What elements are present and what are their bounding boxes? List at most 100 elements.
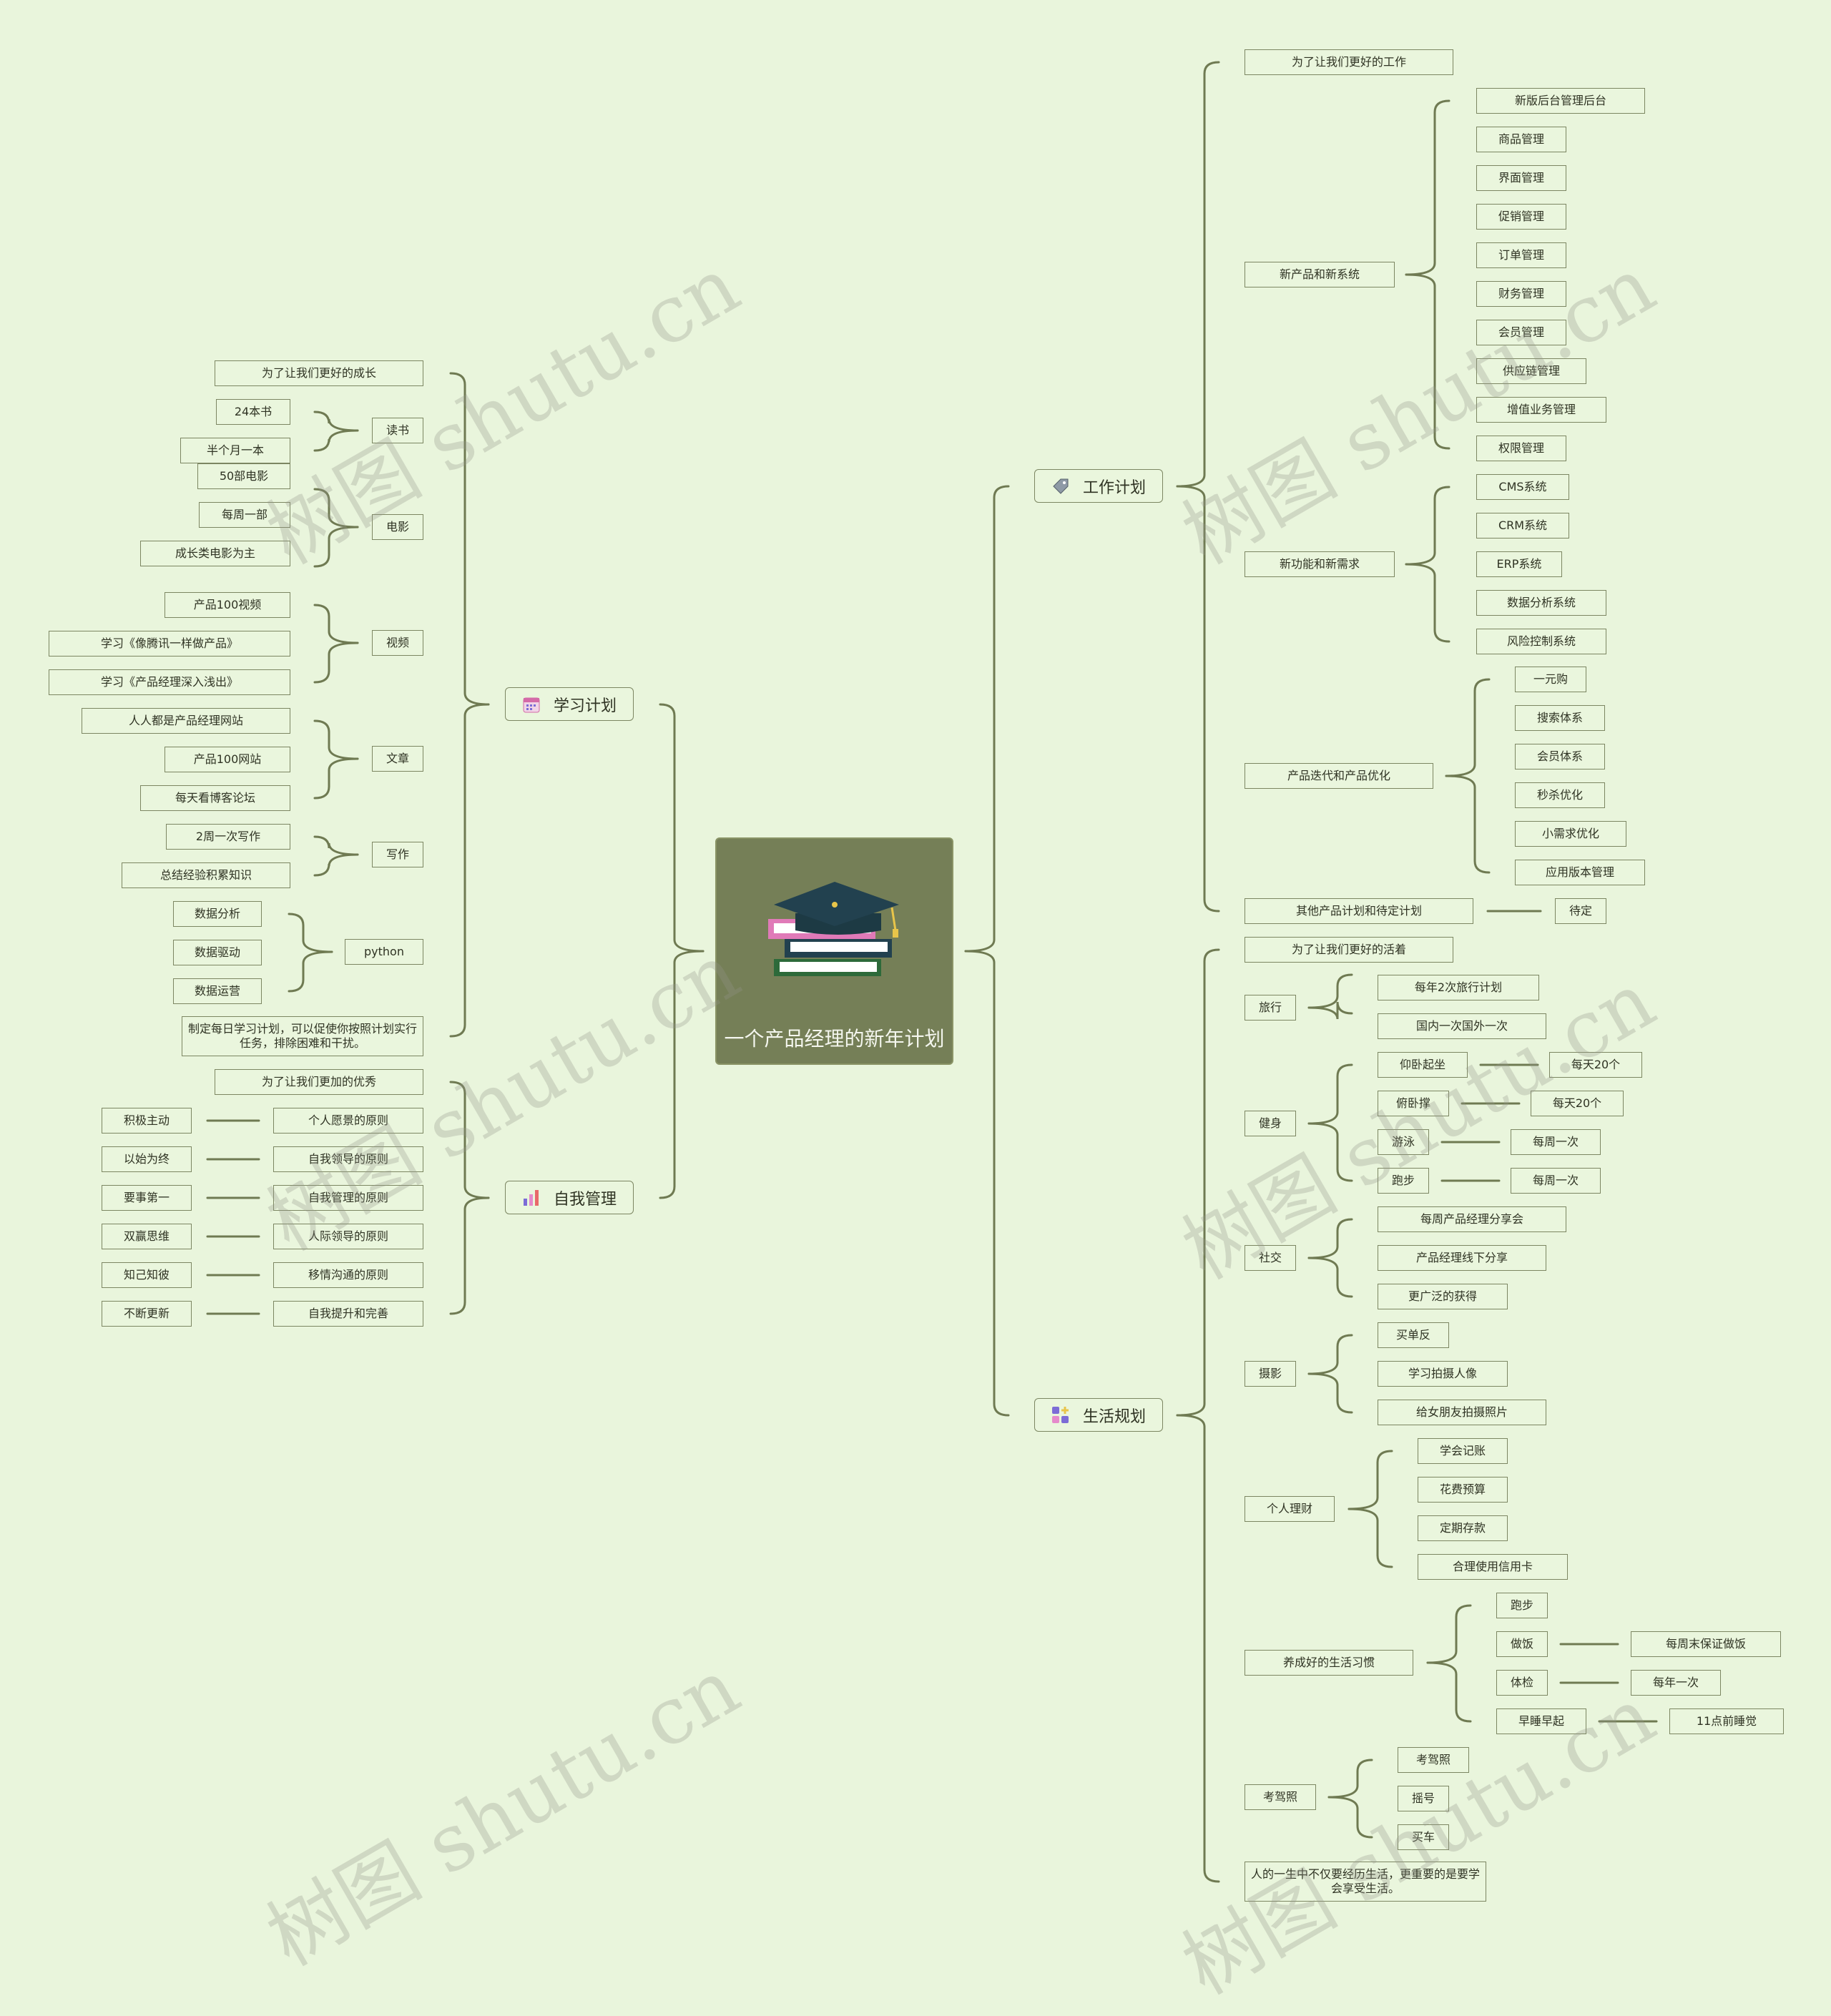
life-travel-item[interactable]: 每年2次旅行计划	[1378, 975, 1539, 1000]
life-habit-item[interactable]: 跑步	[1496, 1593, 1548, 1618]
work-iteration-item[interactable]: 应用版本管理	[1515, 860, 1645, 885]
life-habits[interactable]: 养成好的生活习惯	[1245, 1650, 1413, 1676]
study-reading-item[interactable]: 24本书	[216, 399, 290, 425]
study-python[interactable]: python	[345, 939, 423, 965]
work-new-products-item[interactable]: 界面管理	[1476, 165, 1566, 191]
study-goal[interactable]: 为了让我们更好的成长	[215, 360, 423, 386]
self-principle-value[interactable]: 积极主动	[102, 1108, 192, 1134]
study-articles-item[interactable]: 每天看博客论坛	[140, 785, 290, 811]
self-principle[interactable]: 自我提升和完善	[273, 1301, 423, 1327]
life-travel[interactable]: 旅行	[1245, 995, 1296, 1021]
life-photo-item[interactable]: 学习拍摄人像	[1378, 1361, 1508, 1387]
life-fitness-value[interactable]: 每周一次	[1511, 1168, 1601, 1194]
study-python-item[interactable]: 数据驱动	[173, 940, 262, 965]
study-note[interactable]: 制定每日学习计划，可以促使你按照计划实行任务，排除困难和干扰。	[182, 1016, 423, 1056]
study-writing-item[interactable]: 2周一次写作	[166, 824, 290, 850]
life-habit-item[interactable]: 体检	[1496, 1670, 1548, 1696]
life-finance-item[interactable]: 学会记账	[1418, 1438, 1508, 1464]
work-new-products-item[interactable]: 增值业务管理	[1476, 397, 1606, 423]
work-new-products[interactable]: 新产品和新系统	[1245, 262, 1395, 287]
root-node[interactable]: 一个产品经理的新年计划	[715, 837, 953, 1065]
work-new-products-item[interactable]: 供应链管理	[1476, 358, 1586, 384]
work-new-features-item[interactable]: ERP系统	[1476, 551, 1562, 577]
work-new-products-item[interactable]: 权限管理	[1476, 436, 1566, 461]
study-video-item[interactable]: 学习《产品经理深入浅出》	[49, 669, 290, 695]
work-iteration-item[interactable]: 会员体系	[1515, 744, 1605, 769]
life-fitness-item[interactable]: 游泳	[1378, 1129, 1429, 1155]
self-principle[interactable]: 人际领导的原则	[273, 1224, 423, 1249]
life-summary[interactable]: 人的一生中不仅要经历生活，更重要的是要学会享受生活。	[1245, 1862, 1486, 1902]
study-reading-item[interactable]: 半个月一本	[180, 438, 290, 463]
study-video[interactable]: 视频	[372, 630, 423, 656]
work-new-features-item[interactable]: 风险控制系统	[1476, 629, 1606, 654]
work-new-features[interactable]: 新功能和新需求	[1245, 551, 1395, 577]
life-finance-item[interactable]: 定期存款	[1418, 1515, 1508, 1541]
work-new-products-item[interactable]: 商品管理	[1476, 127, 1566, 152]
life-fitness-value[interactable]: 每天20个	[1531, 1091, 1624, 1116]
life-license-item[interactable]: 摇号	[1398, 1786, 1449, 1811]
life-finance[interactable]: 个人理财	[1245, 1496, 1335, 1522]
work-iteration-item[interactable]: 秒杀优化	[1515, 782, 1605, 808]
study-movies-item[interactable]: 50部电影	[197, 463, 290, 489]
study-movies[interactable]: 电影	[372, 514, 423, 540]
life-habit-value[interactable]: 每周末保证做饭	[1631, 1631, 1781, 1657]
life-finance-item[interactable]: 合理使用信用卡	[1418, 1554, 1568, 1580]
study-articles-item[interactable]: 产品100网站	[165, 747, 290, 772]
branch-study[interactable]: 学习计划	[505, 687, 634, 721]
study-python-item[interactable]: 数据运营	[173, 978, 262, 1004]
study-writing[interactable]: 写作	[372, 842, 423, 867]
life-fitness-value[interactable]: 每天20个	[1549, 1052, 1642, 1078]
self-principle[interactable]: 个人愿景的原则	[273, 1108, 423, 1134]
life-fitness-item[interactable]: 仰卧起坐	[1378, 1052, 1468, 1078]
self-principle-value[interactable]: 以始为终	[102, 1146, 192, 1172]
work-new-features-item[interactable]: 数据分析系统	[1476, 590, 1606, 616]
life-travel-item[interactable]: 国内一次国外一次	[1378, 1013, 1546, 1039]
life-license-item[interactable]: 考驾照	[1398, 1747, 1469, 1773]
life-social[interactable]: 社交	[1245, 1245, 1296, 1271]
work-goal[interactable]: 为了让我们更好的工作	[1245, 49, 1453, 75]
self-principle[interactable]: 自我领导的原则	[273, 1146, 423, 1172]
life-photo-item[interactable]: 给女朋友拍摄照片	[1378, 1400, 1546, 1425]
life-photo-item[interactable]: 买单反	[1378, 1322, 1449, 1348]
self-principle[interactable]: 自我管理的原则	[273, 1185, 423, 1211]
work-iteration[interactable]: 产品迭代和产品优化	[1245, 763, 1433, 789]
work-other[interactable]: 其他产品计划和待定计划	[1245, 898, 1473, 924]
study-reading[interactable]: 读书	[372, 418, 423, 443]
life-fitness[interactable]: 健身	[1245, 1111, 1296, 1136]
work-new-features-item[interactable]: CRM系统	[1476, 513, 1569, 539]
self-principle[interactable]: 移情沟通的原则	[273, 1262, 423, 1288]
work-new-products-item[interactable]: 会员管理	[1476, 320, 1566, 345]
work-new-features-item[interactable]: CMS系统	[1476, 474, 1569, 500]
life-social-item[interactable]: 更广泛的获得	[1378, 1284, 1508, 1309]
life-fitness-item[interactable]: 俯卧撑	[1378, 1091, 1449, 1116]
study-articles[interactable]: 文章	[372, 746, 423, 772]
life-fitness-item[interactable]: 跑步	[1378, 1168, 1429, 1194]
self-principle-value[interactable]: 要事第一	[102, 1185, 192, 1211]
work-new-products-item[interactable]: 新版后台管理后台	[1476, 88, 1645, 114]
study-movies-item[interactable]: 每周一部	[199, 502, 290, 528]
life-habit-value[interactable]: 每年一次	[1631, 1670, 1721, 1696]
branch-self[interactable]: 自我管理	[505, 1181, 634, 1214]
life-photo[interactable]: 摄影	[1245, 1361, 1296, 1387]
life-habit-value[interactable]: 11点前睡觉	[1669, 1708, 1784, 1734]
self-goal[interactable]: 为了让我们更加的优秀	[215, 1069, 423, 1095]
study-articles-item[interactable]: 人人都是产品经理网站	[82, 708, 290, 734]
work-iteration-item[interactable]: 一元购	[1515, 667, 1586, 692]
life-finance-item[interactable]: 花费预算	[1418, 1477, 1508, 1503]
work-other-pending[interactable]: 待定	[1555, 898, 1606, 924]
life-habit-item[interactable]: 做饭	[1496, 1631, 1548, 1657]
life-social-item[interactable]: 每周产品经理分享会	[1378, 1206, 1566, 1232]
study-writing-item[interactable]: 总结经验积累知识	[122, 862, 290, 888]
life-license-item[interactable]: 买车	[1398, 1824, 1449, 1850]
study-python-item[interactable]: 数据分析	[173, 901, 262, 927]
self-principle-value[interactable]: 不断更新	[102, 1301, 192, 1327]
branch-life[interactable]: 生活规划	[1034, 1398, 1163, 1432]
study-movies-item[interactable]: 成长类电影为主	[140, 541, 290, 566]
life-fitness-value[interactable]: 每周一次	[1511, 1129, 1601, 1155]
work-new-products-item[interactable]: 订单管理	[1476, 242, 1566, 268]
self-principle-value[interactable]: 双赢思维	[102, 1224, 192, 1249]
life-goal[interactable]: 为了让我们更好的活着	[1245, 937, 1453, 963]
work-new-products-item[interactable]: 财务管理	[1476, 281, 1566, 307]
self-principle-value[interactable]: 知己知彼	[102, 1262, 192, 1288]
branch-work[interactable]: 工作计划	[1034, 469, 1163, 503]
